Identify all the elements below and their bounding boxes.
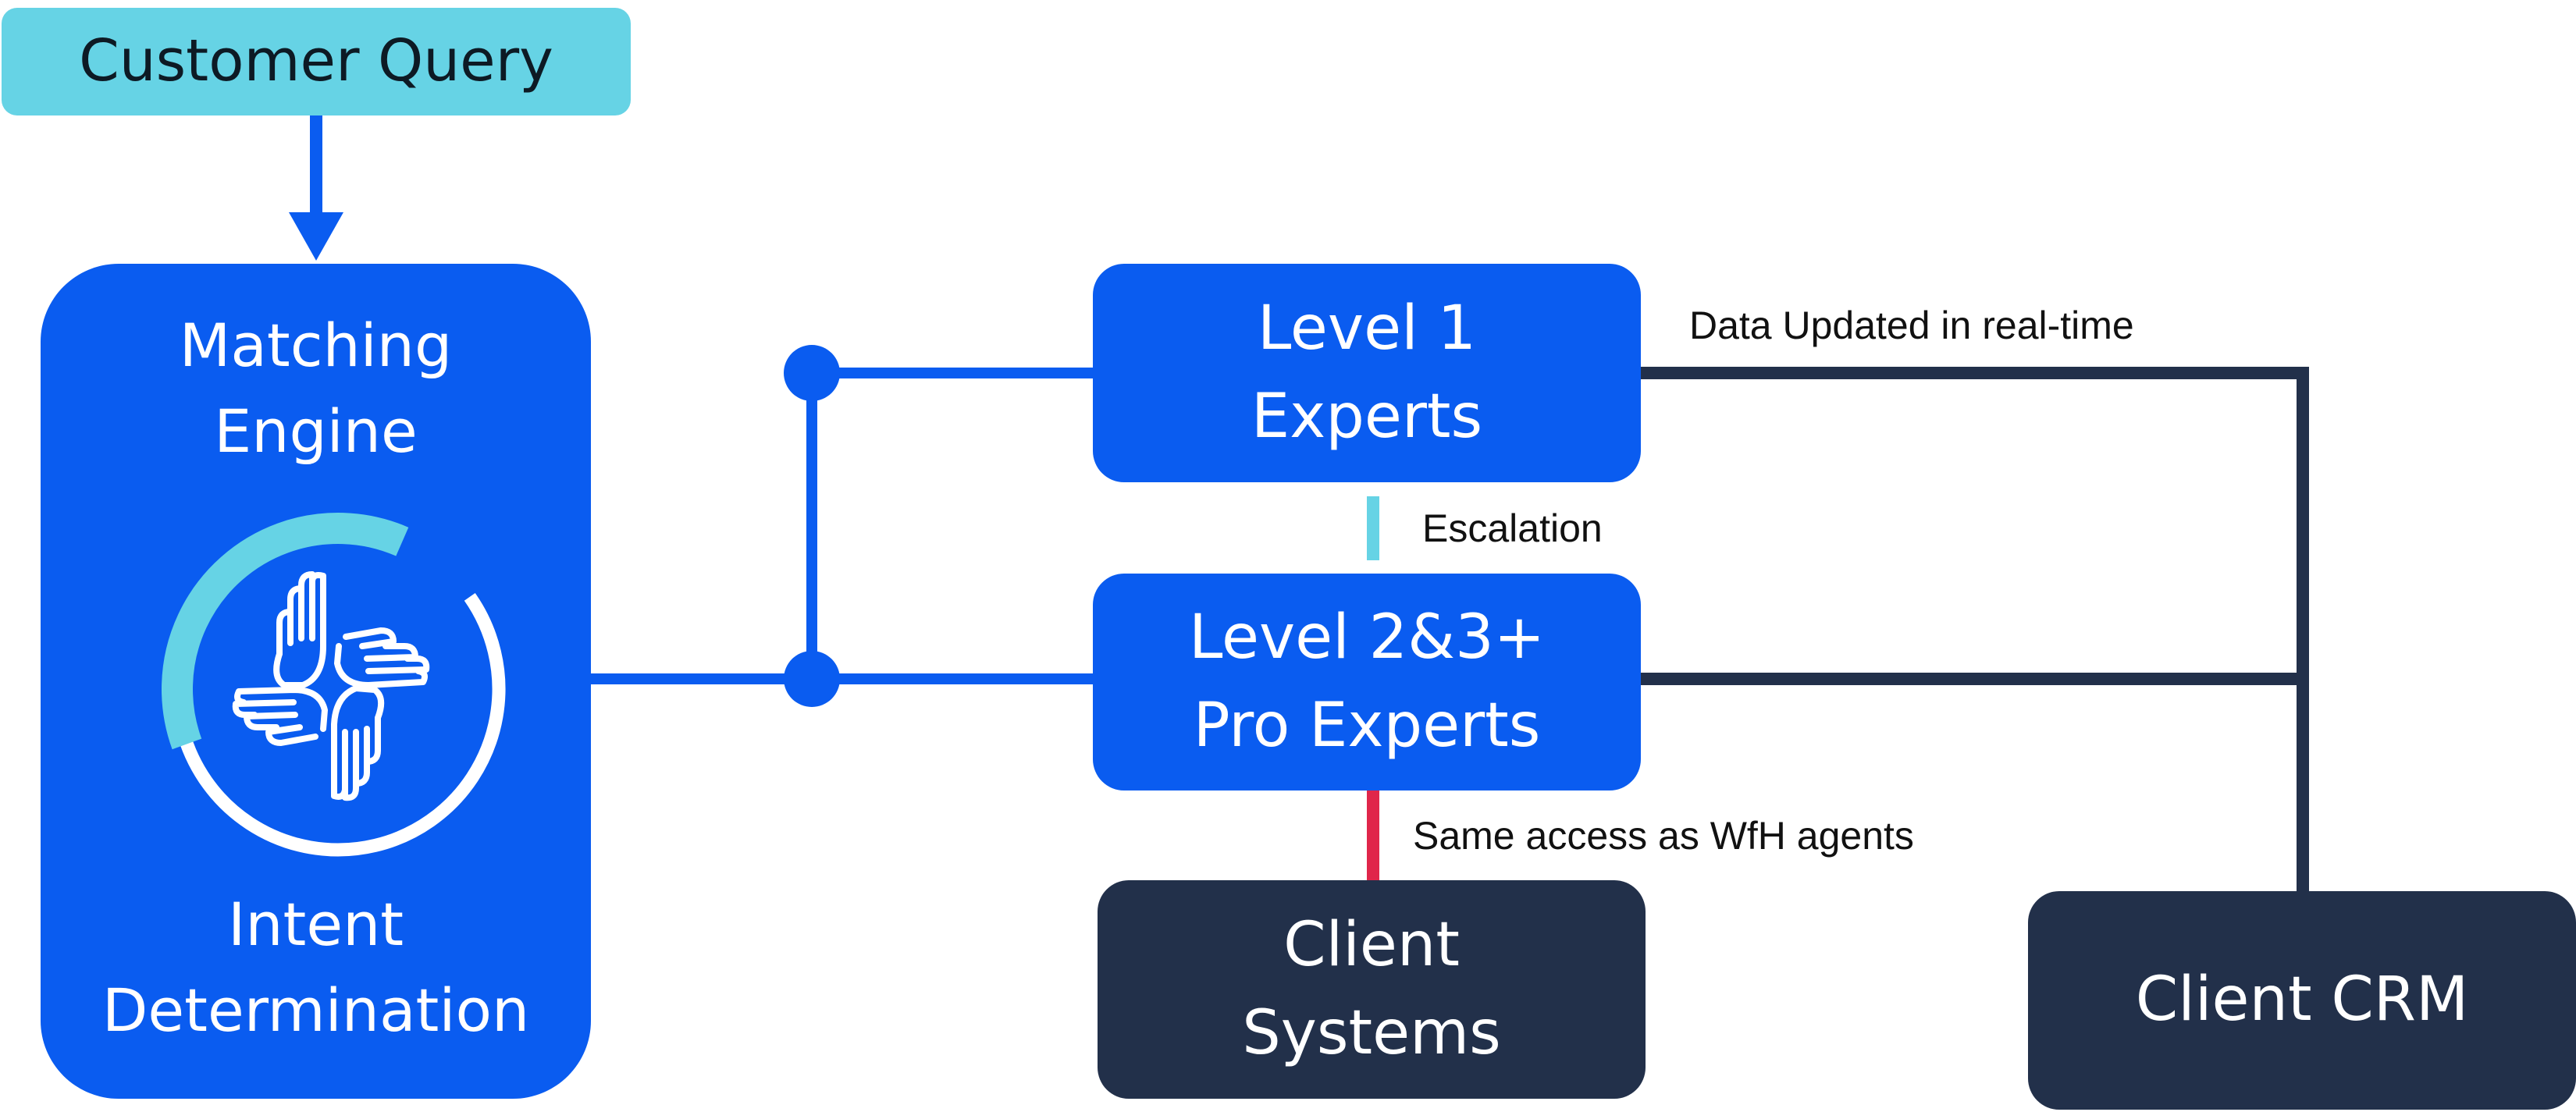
junction-dot-bottom	[784, 651, 840, 707]
realtime-update-label: Data Updated in real-time	[1689, 304, 2134, 347]
level23-pro-experts-box: Level 2&3+ Pro Experts	[1093, 574, 1641, 790]
junction-dot-top	[784, 345, 840, 401]
intent-determination-line1: Intent	[227, 890, 404, 959]
matching-engine-title-line1: Matching	[179, 311, 453, 380]
level23-line1: Level 2&3+	[1188, 602, 1546, 673]
intent-determination-line2: Determination	[101, 975, 530, 1046]
matching-engine-box: Matching Engine	[41, 264, 591, 1099]
level1-line1: Level 1	[1257, 293, 1477, 364]
customer-query-box: Customer Query	[2, 8, 631, 115]
escalation-label: Escalation	[1422, 506, 1603, 550]
matching-engine-title-line2: Engine	[214, 396, 418, 467]
level1-experts-box: Level 1 Experts	[1093, 264, 1641, 482]
customer-query-label: Customer Query	[79, 27, 553, 95]
level23-line2: Pro Experts	[1193, 691, 1541, 761]
client-crm-box: Client CRM	[2028, 891, 2576, 1110]
engine-connector	[591, 368, 1093, 684]
level1-line2: Experts	[1251, 382, 1483, 452]
client-crm-label: Client CRM	[2135, 965, 2469, 1036]
client-systems-line1: Client	[1283, 909, 1460, 980]
crm-connector	[1641, 367, 2309, 891]
hands-teamwork-icon	[162, 512, 514, 865]
matching-engine-title: Matching Engine	[41, 303, 591, 474]
intent-determination-label: Intent Determination	[41, 882, 591, 1053]
query-arrow	[289, 115, 343, 261]
client-systems-line2: Systems	[1242, 998, 1501, 1068]
same-access-label: Same access as WfH agents	[1413, 814, 1914, 858]
client-systems-box: Client Systems	[1098, 880, 1646, 1099]
